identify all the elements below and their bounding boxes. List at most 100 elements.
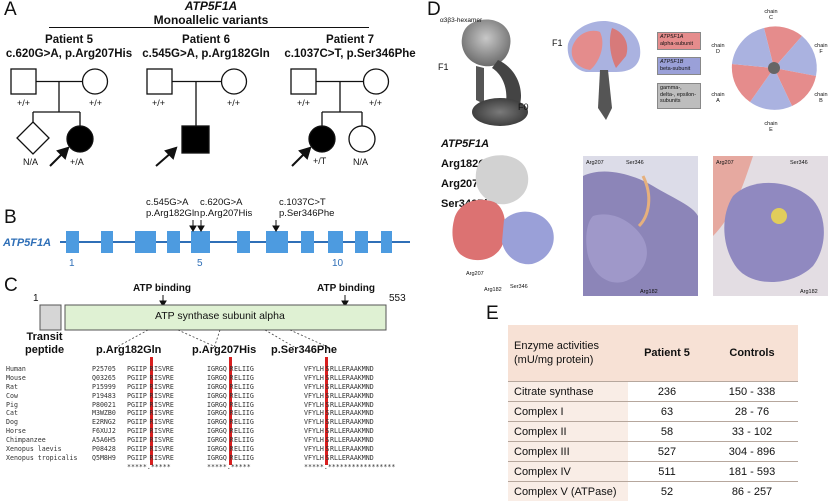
conserved-residue: R bbox=[150, 418, 154, 427]
gene-structure bbox=[0, 220, 420, 260]
conserved-residue: R bbox=[150, 365, 154, 374]
conserved-residue: S bbox=[326, 401, 330, 410]
accession-id: E2RNG2 bbox=[92, 418, 116, 427]
conserved-residue: R bbox=[150, 454, 154, 463]
sequence-segment: ELIIG bbox=[234, 392, 254, 401]
header-patient: Patient 5 bbox=[628, 325, 706, 382]
sequence-segment: ELIIG bbox=[234, 445, 254, 454]
variant-ser346phe: p.Ser346Phe bbox=[271, 344, 337, 356]
sequence-segment: ISVRE bbox=[154, 409, 174, 418]
sequence-segment: PGIIP bbox=[127, 418, 147, 427]
p5-mother-symbol bbox=[83, 69, 108, 94]
sequence-segment: PGIIP bbox=[127, 454, 147, 463]
sequence-segment: ISVRE bbox=[154, 418, 174, 427]
conserved-residue: R bbox=[230, 383, 234, 392]
sequence-segment: ELIIG bbox=[234, 383, 254, 392]
conserved-residue: R bbox=[150, 445, 154, 454]
enzyme-activity-table: Enzyme activities (mU/mg protein) Patien… bbox=[508, 325, 798, 501]
sequence-segment: IGRGQ bbox=[207, 418, 227, 427]
protein-diagram bbox=[0, 290, 420, 370]
p5-sibling-genotype: N/A bbox=[23, 157, 38, 167]
enzyme-name: Citrate synthase bbox=[508, 382, 628, 402]
variant-p-ser346: p.Ser346Phe bbox=[279, 208, 334, 219]
panel-d-gene: ATP5F1A bbox=[441, 138, 489, 150]
panel-a-header: ATP5F1A Monoallelic variants bbox=[9, 0, 413, 28]
conserved-residue: R bbox=[230, 418, 234, 427]
sequence-segment: RLLERAAKMND bbox=[330, 409, 374, 418]
sequence-segment: PGIIP bbox=[127, 392, 147, 401]
sequence-segment: VFYLH bbox=[304, 445, 324, 454]
conserved-residue: R bbox=[230, 427, 234, 436]
patient-value: 236 bbox=[628, 382, 706, 402]
sequence-segment: ISVRE bbox=[154, 383, 174, 392]
patient-value: 63 bbox=[628, 402, 706, 422]
species-name: Horse bbox=[6, 427, 26, 436]
controls-range: 86 - 257 bbox=[706, 482, 798, 501]
species-name: Rat bbox=[6, 383, 18, 392]
enzyme-name: Complex II bbox=[508, 422, 628, 442]
accession-id: P25705 bbox=[92, 365, 116, 374]
ribbon-label-arg182: Arg182 bbox=[484, 287, 502, 293]
sequence-segment: VFYLH bbox=[304, 383, 324, 392]
sequence-segment: RLLERAAKMND bbox=[330, 445, 374, 454]
species-name: Cat bbox=[6, 409, 18, 418]
chain-b-label: chain B bbox=[814, 92, 828, 104]
conserved-residue: R bbox=[150, 436, 154, 445]
p7-mother-genotype: +/+ bbox=[369, 98, 382, 108]
sequence-segment: ISVRE bbox=[154, 454, 174, 463]
sequence-segment: ELIIG bbox=[234, 427, 254, 436]
zoom1-label-ser346: Ser346 bbox=[626, 160, 644, 166]
conserved-residue: R bbox=[150, 374, 154, 383]
hexamer-top-view-image bbox=[722, 8, 822, 126]
accession-id: F6XUJ2 bbox=[92, 427, 116, 436]
p5-sibling-diamond bbox=[17, 122, 49, 154]
p7-mother-symbol bbox=[364, 69, 389, 94]
table-row: Complex II 58 33 - 102 bbox=[508, 422, 798, 442]
exon-number-5: 5 bbox=[197, 258, 203, 269]
p7-father-symbol bbox=[291, 69, 316, 94]
conserved-residue: S bbox=[326, 418, 330, 427]
legend-alpha-desc: alpha-subunit bbox=[660, 41, 698, 48]
variant-p-arg207: p.Arg207His bbox=[200, 208, 252, 219]
transit-word: Transit bbox=[25, 331, 64, 344]
table-row: Complex III 527 304 - 896 bbox=[508, 442, 798, 462]
header-underline bbox=[49, 27, 369, 28]
chain-d-label: chain D bbox=[711, 43, 725, 55]
exon-number-10: 10 bbox=[332, 258, 343, 269]
sequence-segment: RLLERAAKMND bbox=[330, 392, 374, 401]
accession-id: M3WZB0 bbox=[92, 409, 116, 418]
conserved-residue: S bbox=[326, 365, 330, 374]
sequence-segment: ISVRE bbox=[154, 374, 174, 383]
sequence-segment: ELIIG bbox=[234, 365, 254, 374]
exon-number-1: 1 bbox=[69, 258, 75, 269]
conserved-residue: S bbox=[326, 374, 330, 383]
header-controls: Controls bbox=[706, 325, 798, 382]
sequence-segment: IGRGQ bbox=[207, 365, 227, 374]
p5-proband-symbol bbox=[67, 126, 93, 152]
sequence-segment: ISVRE bbox=[154, 365, 174, 374]
conserved-residue: R bbox=[150, 392, 154, 401]
sequence-segment: IGRGQ bbox=[207, 436, 227, 445]
atp-synthase-structure-image bbox=[436, 8, 546, 138]
gene-title: ATP5F1A bbox=[9, 0, 413, 13]
conserved-residue: R bbox=[230, 445, 234, 454]
conserved-residue: S bbox=[326, 383, 330, 392]
sequence-segment: IGRGQ bbox=[207, 427, 227, 436]
patient5-variant: c.620G>A, p.Arg207His bbox=[5, 47, 133, 61]
p5-father-genotype: +/+ bbox=[17, 98, 30, 108]
ribbon-label-arg207: Arg207 bbox=[466, 271, 484, 277]
ribbon-label-ser346: Ser346 bbox=[510, 284, 528, 290]
zoom2-label-arg207: Arg207 bbox=[716, 160, 734, 166]
conserved-residue: R bbox=[230, 401, 234, 410]
sequence-segment: VFYLH bbox=[304, 401, 324, 410]
sequence-segment: RLLERAAKMND bbox=[330, 383, 374, 392]
sequence-segment: ISVRE bbox=[154, 427, 174, 436]
controls-range: 150 - 338 bbox=[706, 382, 798, 402]
species-name: Dog bbox=[6, 418, 18, 427]
variant-label-arg207: c.620G>A p.Arg207His bbox=[200, 197, 252, 219]
p7-sibling-genotype: N/A bbox=[353, 157, 368, 167]
variant-arg207his: p.Arg207His bbox=[192, 344, 256, 356]
p5-father-symbol bbox=[11, 69, 36, 94]
conserved-residue: R bbox=[230, 392, 234, 401]
sequence-segment: IGRGQ bbox=[207, 383, 227, 392]
